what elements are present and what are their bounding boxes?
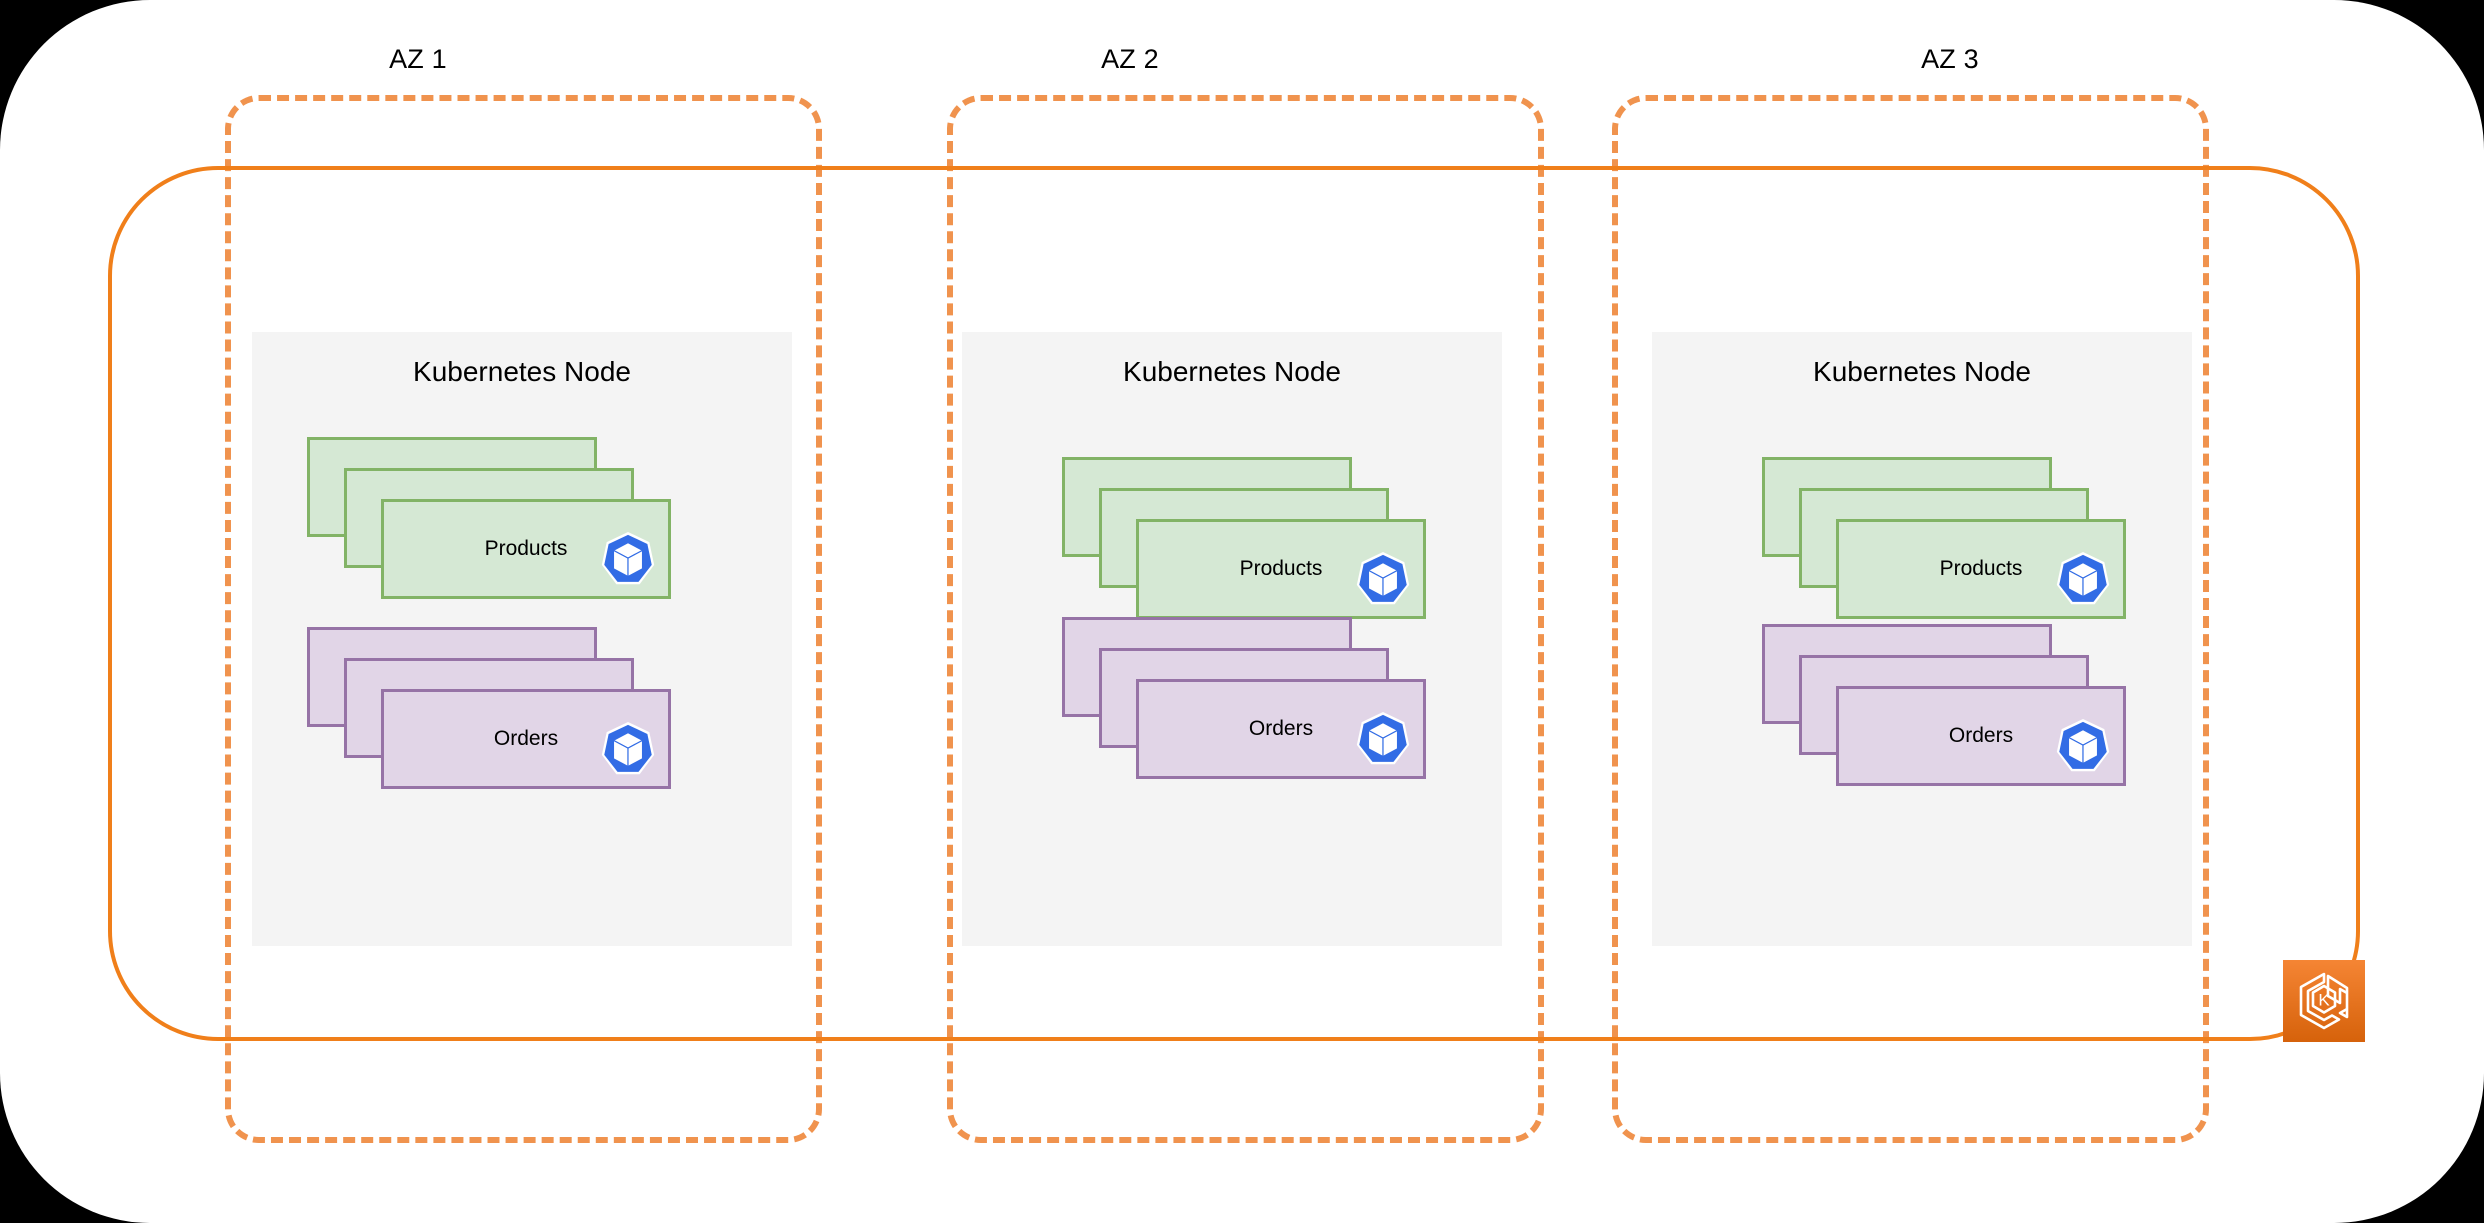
pod-group-label: Products <box>1939 557 2023 580</box>
kubernetes-pod-icon <box>2052 717 2114 779</box>
pod-group-orders-az2[interactable]: Orders <box>1062 617 1426 779</box>
aws-eks-logo: K <box>2283 960 2365 1042</box>
pod-group-products-az3[interactable]: Products <box>1762 457 2126 619</box>
pod-group-label: Orders <box>493 727 559 750</box>
kubernetes-pod-icon <box>1352 710 1414 772</box>
kubernetes-node-title-az2: Kubernetes Node <box>1123 356 1341 387</box>
pod-group-label: Products <box>484 537 568 560</box>
kubernetes-node-panel-az1: Kubernetes Node Products <box>252 332 792 946</box>
kubernetes-node-panel-az3: Kubernetes Node Products <box>1652 332 2192 946</box>
pod-group-label: Orders <box>1248 717 1314 740</box>
kubernetes-node-title-az1: Kubernetes Node <box>413 356 631 387</box>
az-boundary-3 <box>1612 95 2209 1143</box>
pod-group-orders-az3[interactable]: Orders <box>1762 624 2126 786</box>
kubernetes-pod-icon <box>1352 550 1414 612</box>
az-boundary-1 <box>225 95 822 1143</box>
pod-group-products-az1[interactable]: Products <box>307 437 671 599</box>
pod-group-label: Orders <box>1948 724 2014 747</box>
pod-group-orders-az1[interactable]: Orders <box>307 627 671 789</box>
az-label-3: AZ 3 <box>1921 44 1979 74</box>
az-label-1: AZ 1 <box>389 44 447 74</box>
kubernetes-pod-icon <box>2052 550 2114 612</box>
pod-replica-front: Products <box>1836 519 2126 619</box>
svg-text:K: K <box>2318 991 2330 1010</box>
kubernetes-pod-icon <box>597 720 659 782</box>
az-label-2: AZ 2 <box>1101 44 1159 74</box>
kubernetes-pod-icon <box>597 530 659 592</box>
pod-group-products-az2[interactable]: Products <box>1062 457 1426 619</box>
kubernetes-node-title-az3: Kubernetes Node <box>1813 356 2031 387</box>
eks-cluster-boundary <box>108 166 2360 1041</box>
kubernetes-node-panel-az2: Kubernetes Node Products <box>962 332 1502 946</box>
az-boundary-2 <box>947 95 1544 1143</box>
pod-group-label: Products <box>1239 557 1323 580</box>
